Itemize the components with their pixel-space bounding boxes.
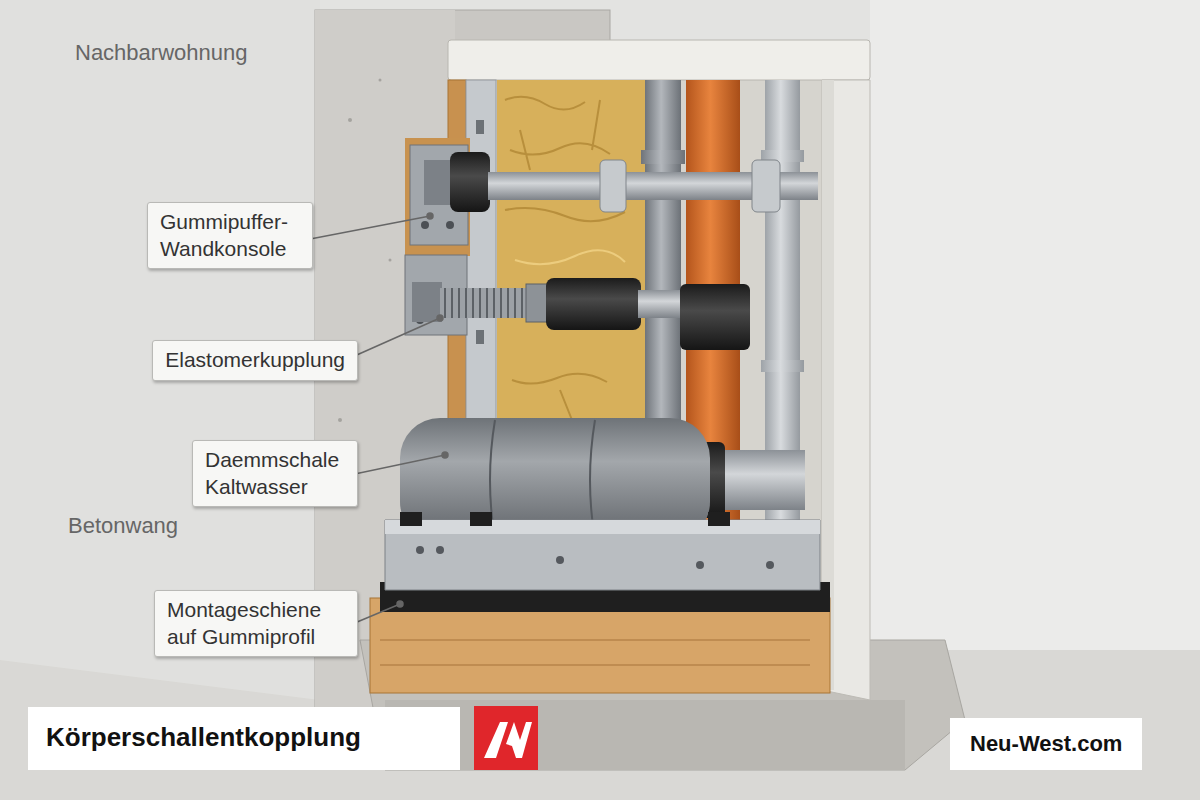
concrete-wall-part: [379, 79, 382, 82]
mounting-rail-part: [400, 512, 422, 526]
elastomer-coupling-part: [546, 278, 641, 330]
callout-box: Daemmschale Kaltwasser: [192, 440, 358, 507]
prewall-cabinet-part: [476, 120, 484, 134]
leader-lines-part: [350, 455, 445, 475]
mounting-rail-part: [470, 512, 492, 526]
leader-lines-part: [350, 318, 440, 358]
leader-lines-part: [437, 315, 443, 321]
callout-box: Montageschiene auf Gummiprofil: [154, 590, 358, 657]
wall-console-part: [450, 152, 490, 212]
vertical-pipes-part: [761, 360, 804, 372]
leader-lines-part: [397, 601, 403, 607]
concrete-wall-part: [338, 418, 342, 422]
mounting-rail-part: [556, 556, 564, 564]
callout-text: Daemmschale Kaltwasser: [205, 447, 345, 500]
title-box: Körperschallentkopplung: [28, 707, 460, 770]
mounting-rail-part: [766, 561, 774, 569]
prewall-cabinet-part: [448, 40, 870, 80]
wall-console-part: [600, 160, 626, 212]
leader-lines: [305, 213, 448, 625]
concrete-wall-part: [389, 259, 392, 262]
mounting-rail-part: [380, 640, 810, 665]
wall-console-part: [424, 160, 454, 205]
mounting-rail-part: [385, 520, 820, 590]
elastomer-coupling-part: [680, 284, 750, 350]
elastomer-coupling: [405, 255, 750, 350]
mounting-rail-part: [370, 598, 830, 693]
concrete-wall-part: [348, 118, 352, 122]
prewall-cabinet-part: [476, 330, 484, 344]
brand-logo-part: [484, 722, 532, 758]
wall-console: [405, 138, 818, 256]
elastomer-coupling-part: [440, 288, 530, 318]
elastomer-coupling-part: [445, 288, 522, 318]
callout-text: Elastomerkupplung: [165, 347, 345, 374]
mounting-rail-part: [696, 561, 704, 569]
area-label: Betonwang: [68, 513, 178, 539]
wall-console-part: [752, 160, 780, 212]
mounting-rail-part: [416, 546, 424, 554]
mounting-rail: [370, 512, 830, 693]
leader-lines-part: [442, 452, 448, 458]
brand-logo: [474, 706, 538, 770]
callout-text: Montageschiene auf Gummiprofil: [167, 597, 345, 650]
website-box: Neu-West.com: [950, 718, 1142, 770]
elastomer-coupling-part: [412, 282, 442, 322]
mounting-rail-part: [385, 520, 820, 534]
leader-lines-part: [305, 216, 430, 240]
leader-lines-part: [427, 213, 433, 219]
mounting-rail-part: [708, 512, 730, 526]
callout-text: Gummipuffer- Wandkonsole: [160, 209, 300, 262]
wall-console-part: [421, 221, 429, 229]
vertical-pipes-part: [641, 150, 685, 164]
callout-box: Elastomerkupplung: [152, 340, 358, 381]
title-text: Körperschallentkopplung: [46, 722, 361, 752]
floor-slab-part: [385, 700, 905, 770]
background-walls-part: [870, 0, 1200, 660]
mounting-rail-part: [436, 546, 444, 554]
brand-logo-part: [474, 706, 538, 770]
elastomer-coupling-part: [526, 284, 548, 322]
area-label: Nachbarwohnung: [75, 40, 247, 66]
website-label: Neu-West.com: [970, 731, 1122, 756]
wall-console-part: [446, 221, 454, 229]
callout-box: Gummipuffer- Wandkonsole: [147, 202, 313, 269]
